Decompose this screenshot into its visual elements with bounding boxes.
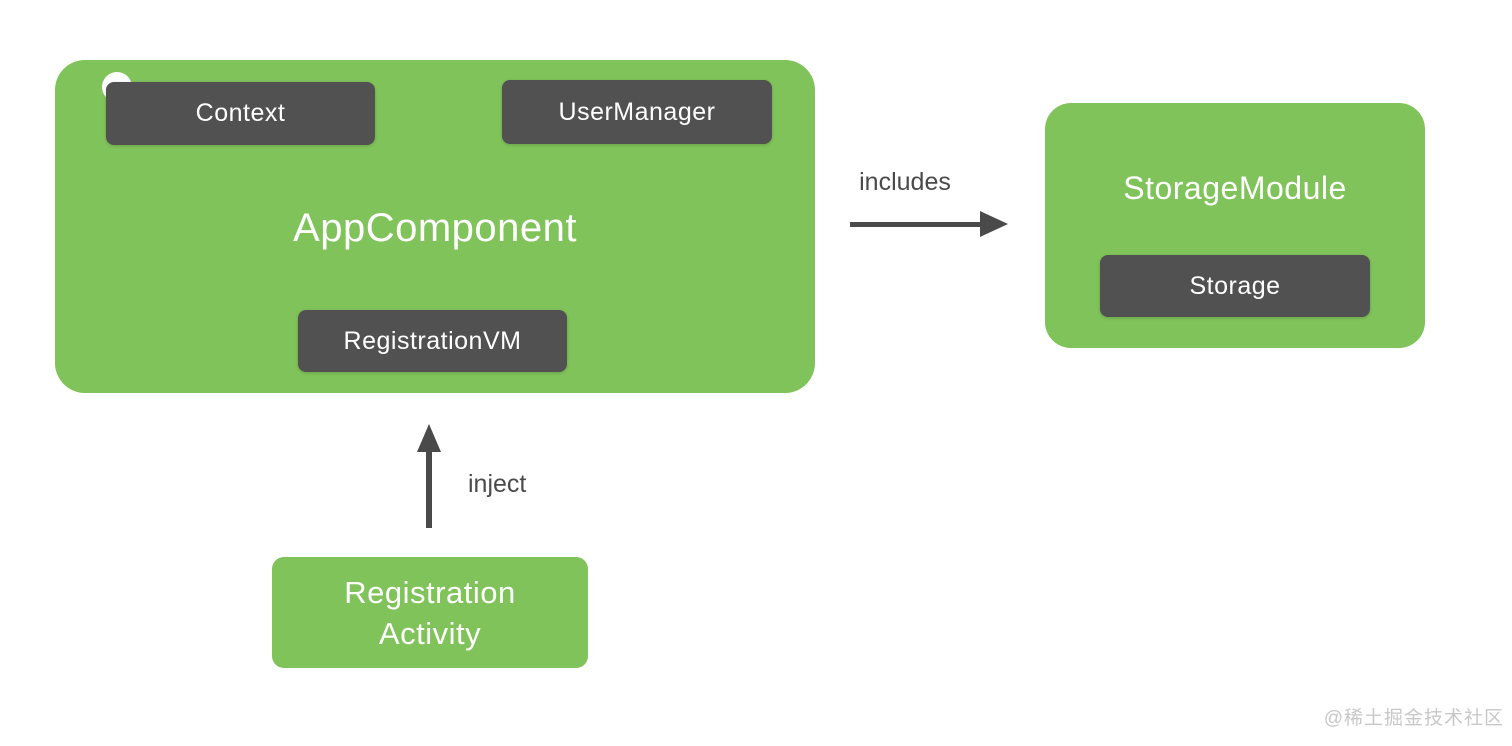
registrationvm-label: RegistrationVM xyxy=(343,326,522,355)
storage-label: Storage xyxy=(1189,271,1281,300)
storage-module-title: StorageModule xyxy=(1123,170,1347,206)
storage-module-box: StorageModule Storage xyxy=(1045,103,1425,348)
app-component-title: AppComponent xyxy=(293,206,577,250)
usermanager-dependency-box: UserManager xyxy=(502,80,772,144)
context-dependency-box: Context xyxy=(106,82,375,145)
inject-arrow-shaft xyxy=(426,450,432,528)
watermark: @稀土掘金技术社区 xyxy=(1323,708,1504,729)
registration-activity-label-line2: Activity xyxy=(378,615,482,651)
registration-activity-label-line1: Registration xyxy=(344,574,516,610)
registration-activity-box: Registration Activity xyxy=(272,557,588,668)
usermanager-label: UserManager xyxy=(558,97,716,126)
includes-arrow-label: includes xyxy=(859,168,951,196)
app-component-box: Context UserManager AppComponent Registr… xyxy=(55,60,815,393)
includes-arrow: includes xyxy=(850,168,1010,240)
includes-arrow-shaft xyxy=(850,222,980,227)
inject-arrow: inject xyxy=(400,424,560,534)
includes-arrowhead-icon xyxy=(980,211,1008,237)
inject-arrow-label: inject xyxy=(468,470,527,498)
registrationvm-dependency-box: RegistrationVM xyxy=(298,310,567,372)
context-label: Context xyxy=(195,99,286,127)
storage-dependency-box: Storage xyxy=(1100,255,1370,317)
inject-arrowhead-icon xyxy=(417,424,441,452)
